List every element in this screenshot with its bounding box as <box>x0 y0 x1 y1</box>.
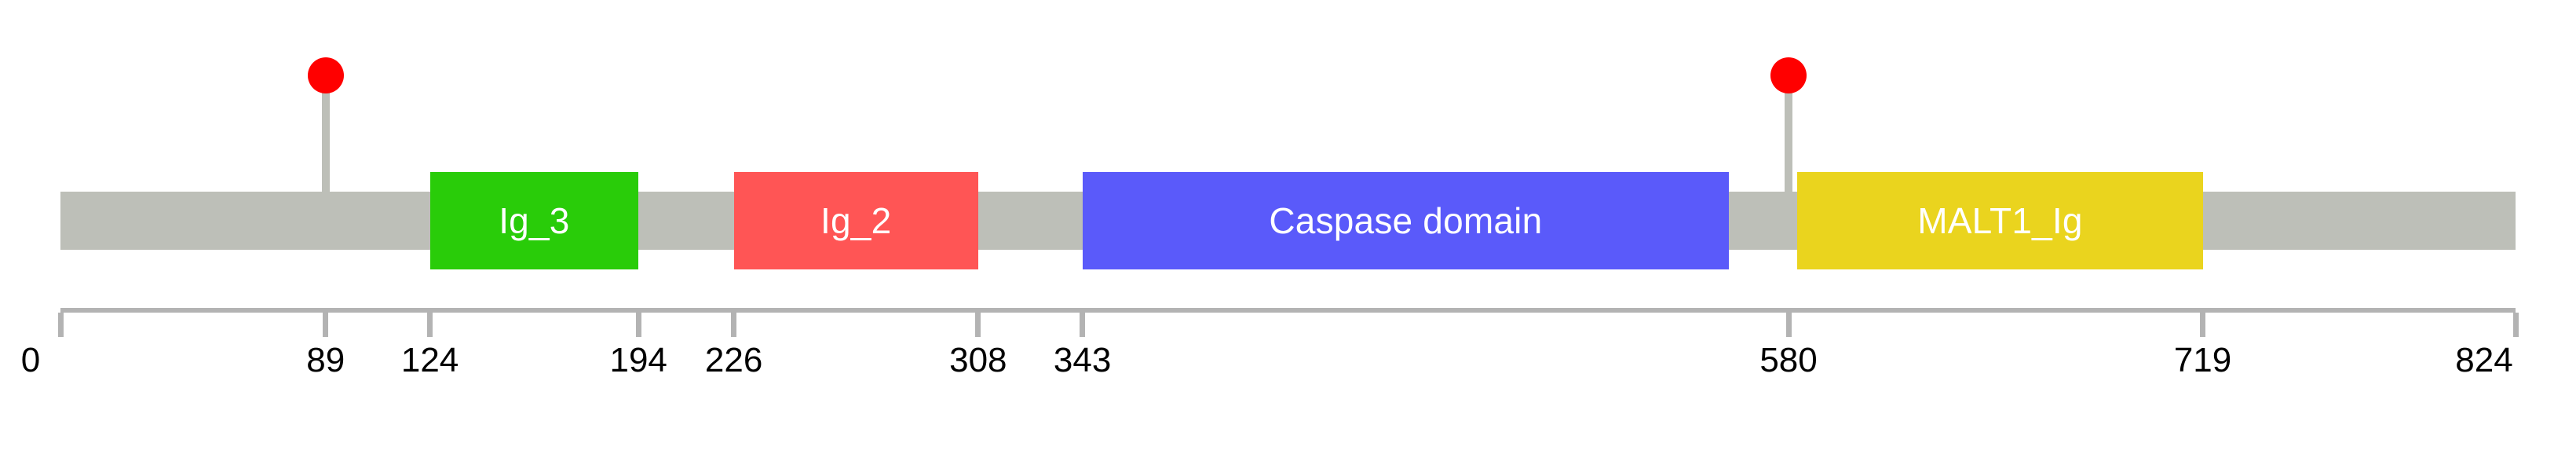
axis-tick <box>975 313 981 337</box>
domain-box-ig-2[interactable]: Ig_2 <box>733 172 978 269</box>
axis-tick-label: 194 <box>609 341 667 379</box>
axis-tick-label: 0 <box>20 341 41 379</box>
domain-box-caspase-domain[interactable]: Caspase domain <box>1082 172 1730 269</box>
axis-tick-label: 308 <box>949 341 1007 379</box>
domain-label: MALT1_Ig <box>1917 200 2083 241</box>
lollipop-head-circle[interactable] <box>1770 57 1807 93</box>
domain-box-malt1-ig[interactable]: MALT1_Ig <box>1797 172 2203 269</box>
axis-tick <box>2200 313 2206 337</box>
domain-label: Ig_2 <box>820 200 892 241</box>
axis-tick <box>635 313 641 337</box>
domain-box-ig-3[interactable]: Ig_3 <box>429 172 639 269</box>
lollipop-head-circle[interactable] <box>307 57 344 93</box>
lollipop-stem <box>1785 75 1793 250</box>
axis-tick <box>323 313 329 337</box>
axis-tick <box>1785 313 1792 337</box>
axis-tick-label: 343 <box>1053 341 1112 379</box>
axis-tick-label: 124 <box>400 341 459 379</box>
axis-tick-label: 719 <box>2173 341 2232 379</box>
lollipop-stem <box>321 75 330 250</box>
axis-tick <box>2512 313 2519 337</box>
axis-tick <box>731 313 737 337</box>
domain-label: Caspase domain <box>1269 200 1543 241</box>
axis-tick <box>1080 313 1086 337</box>
axis-tick <box>427 313 433 337</box>
axis-tick-label: 226 <box>704 341 763 379</box>
axis-line <box>60 308 2516 313</box>
axis-tick-label: 89 <box>306 341 345 379</box>
axis-tick-label: 580 <box>1759 341 1818 379</box>
axis-tick <box>57 313 64 337</box>
axis-tick-label: 824 <box>2455 341 2513 379</box>
domain-label: Ig_3 <box>499 200 570 241</box>
